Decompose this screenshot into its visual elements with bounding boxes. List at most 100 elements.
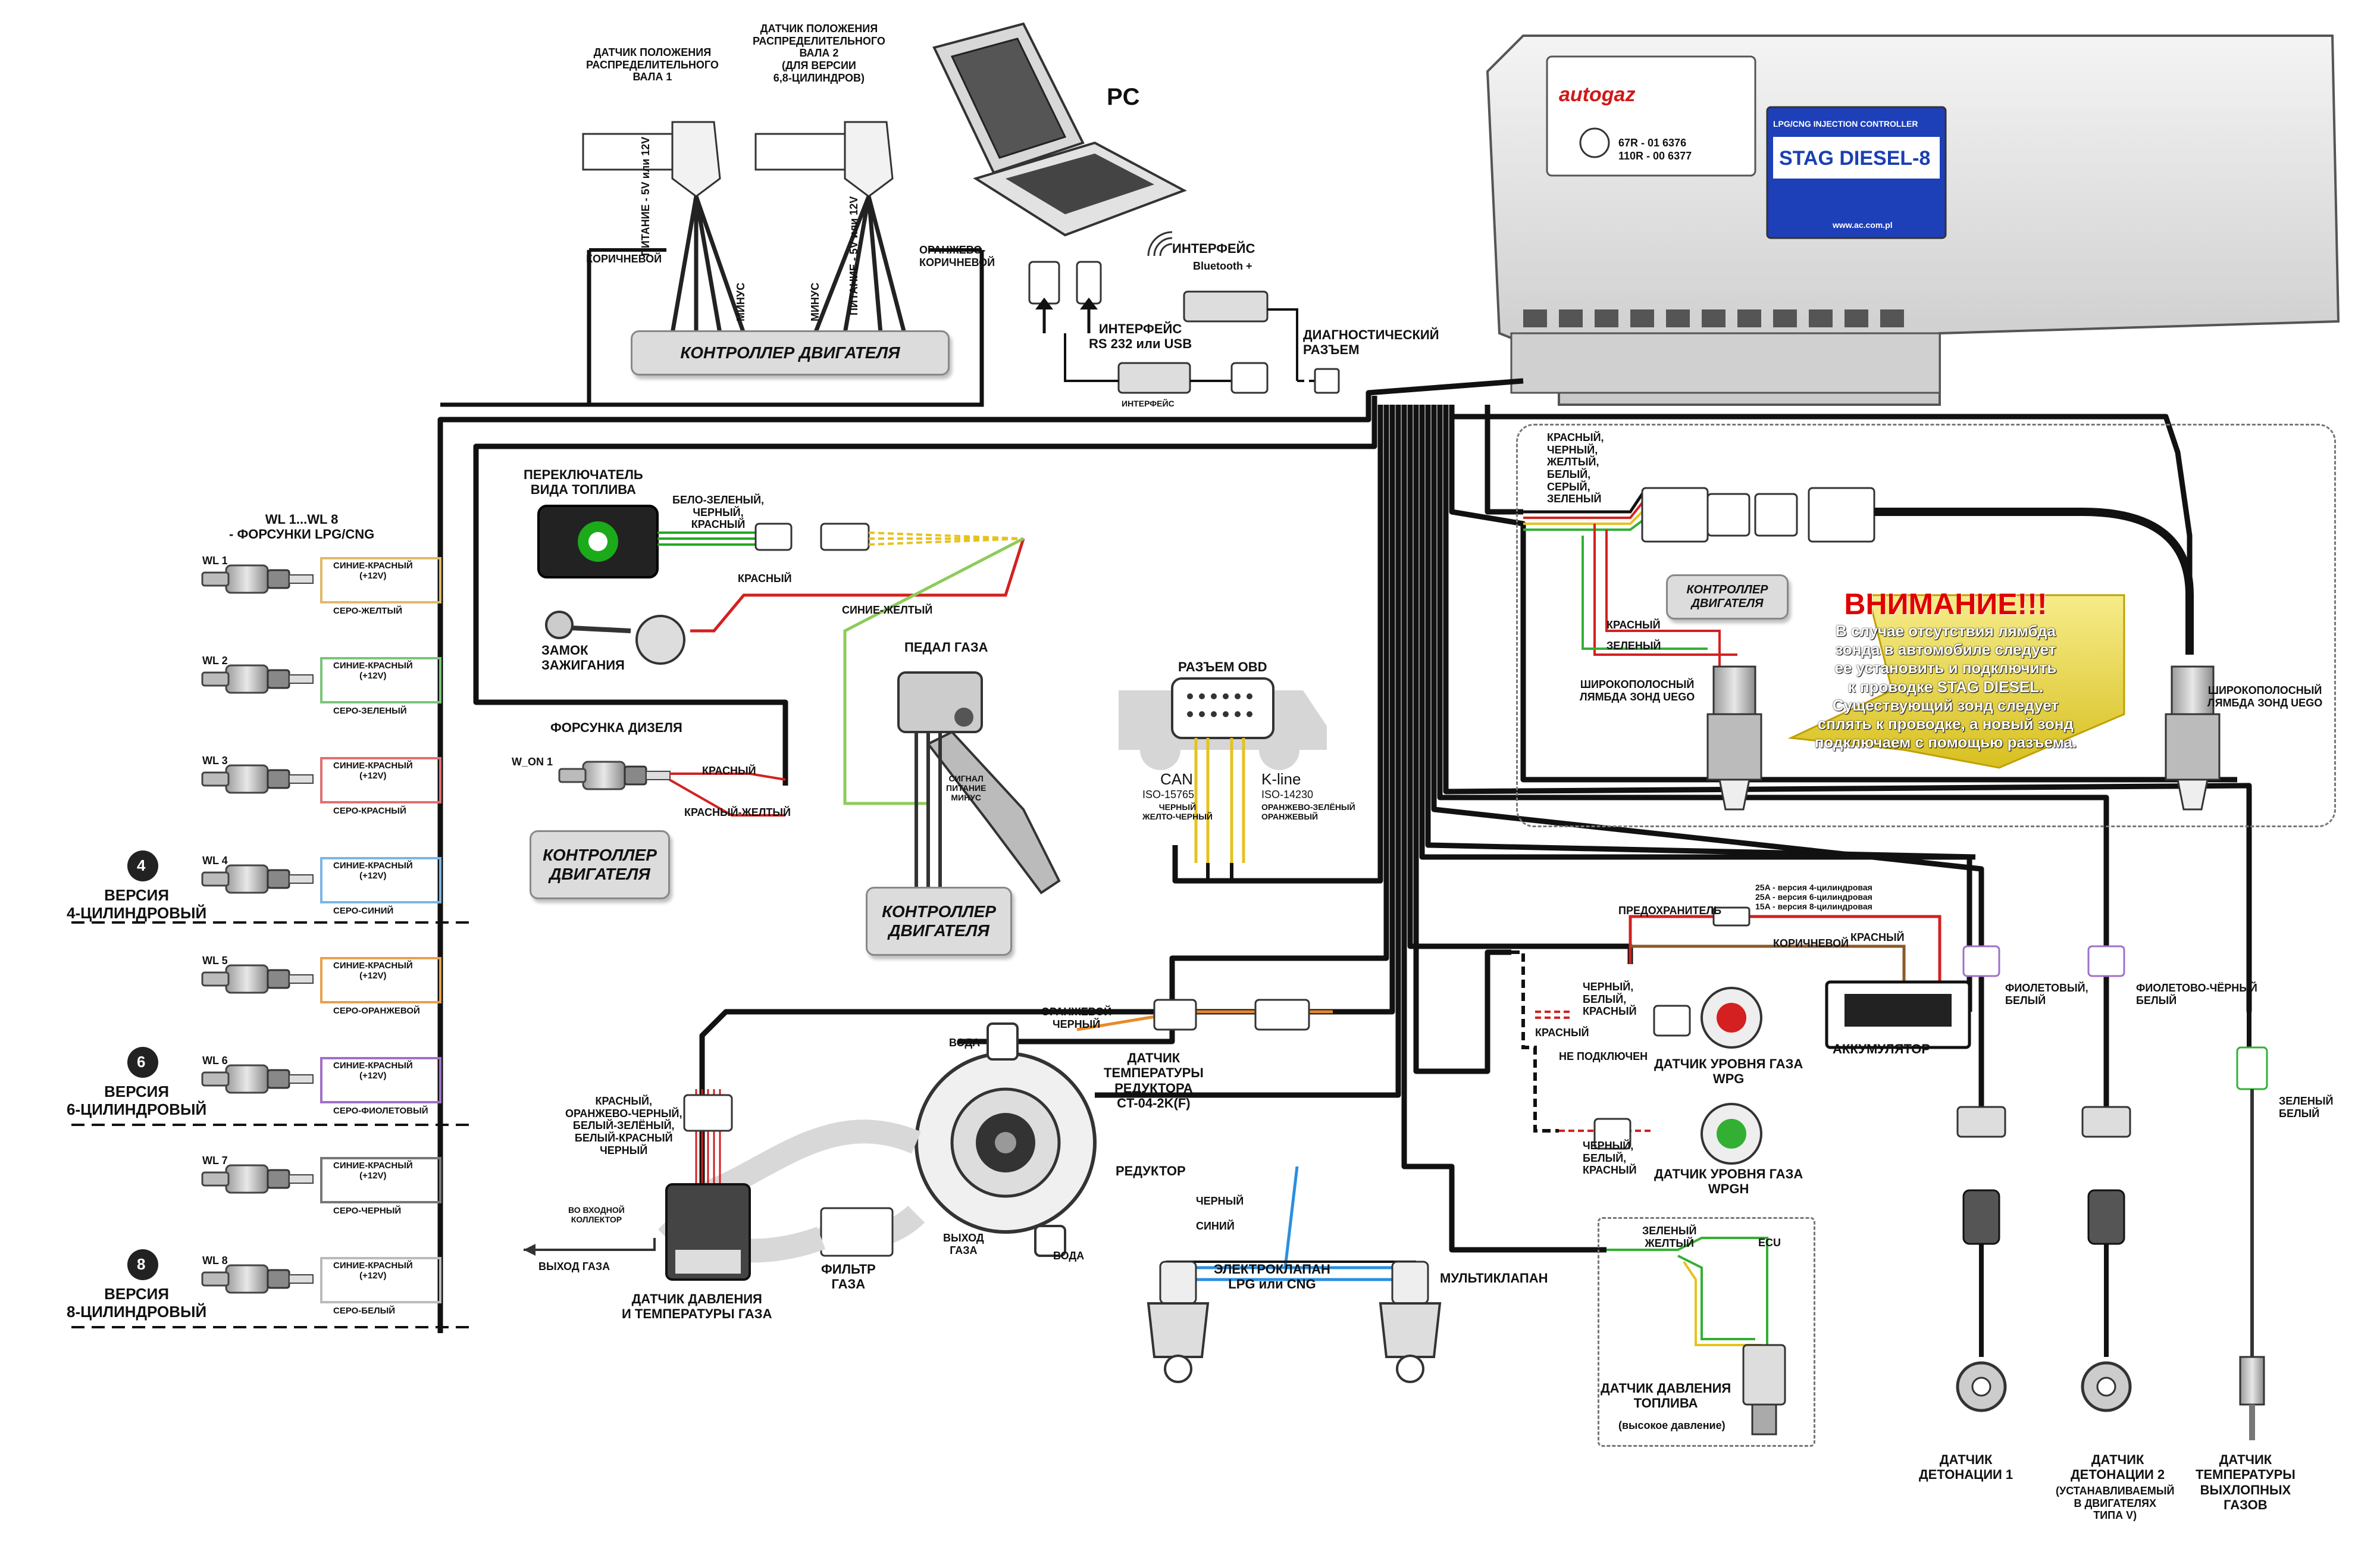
diesel-injector-id: W_ON 1 [512,756,553,768]
valve-blue: СИНИЙ [1196,1220,1235,1232]
fuel-pressure-ecu: ECU [1758,1237,1781,1249]
injector-plus-label: СИНИЕ-КРАСНЫЙ (+12V) [333,561,413,581]
injector-wire-loop [320,557,441,603]
engine-controller-pedal: КОНТРОЛЛЕР ДВИГАТЕЛЯ [866,887,1012,956]
injector-wire-loop [320,1157,441,1203]
interface-bt-label: ИНТЕРФЕЙС [1172,241,1255,256]
injector-minus-label: СЕРО-ЧЕРНЫЙ [333,1206,402,1216]
injector-minus-label: СЕРО-БЕЛЫЙ [333,1306,396,1316]
wire-power-label-1: ПИТАНИЕ - 5V или 12V [640,136,652,256]
injector-wl2 [201,664,314,694]
obd-connector [1119,677,1327,883]
injector-minus-label: СЕРО-КРАСНЫЙ [333,806,406,816]
lambda-area [1523,487,2221,811]
laptop-pc [932,22,1187,237]
injector-wire-loop [320,1257,441,1303]
injector-wire-loop [320,757,441,803]
injector-minus-label: СЕРО-СИНИЙ [333,906,394,916]
reducer-temp-sensor: ДАТЧИК ТЕМПЕРАТУРЫ РЕДУКТОРА CT-04-2K(F) [1104,1050,1204,1111]
injector-wl3 [201,764,314,794]
injector-id: WL 2 [202,655,228,667]
fuel-pressure-dashed-frame [1598,1217,1815,1447]
injectors-header: WL 1...WL 8 - ФОРСУНКИ LPG/CNG [229,512,375,542]
lambda-dashed-frame [1516,424,2336,827]
warning-title: ВНИМАНИЕ!!! [1844,587,2047,621]
reducer [657,999,1333,1263]
interface-devices [1028,231,1340,394]
obd-can-std: ISO-15765 [1142,789,1195,800]
injector-plus-label: СИНИЕ-КРАСНЫЙ (+12V) [333,1061,413,1081]
engine-controller-top: КОНТРОЛЛЕР ДВИГАТЕЛЯ [631,330,950,376]
injector-wl8 [201,1264,314,1294]
fuse-ratings: 25A - версия 4-цилиндровая 25A - версия … [1755,883,1872,912]
reducer-water-top: ВОДА [949,1037,981,1049]
warning-note: ВНИМАНИЕ!!! В случае отсутствия лямбда з… [1779,586,2112,752]
version-dividers [71,921,476,1328]
injector-wl1 [201,564,314,594]
fuel-switch-title: ПЕРЕКЛЮЧАТЕЛЬ ВИДА ТОПЛИВА [524,467,643,498]
ecu-approval-2: 110R - 00 6377 [1618,150,1692,162]
obd-kline-wires: ОРАНЖЕВО-ЗЕЛЁНЫЙ ОРАНЖЕВЫЙ [1261,802,1355,822]
fuel-switch-red: КРАСНЫЙ [738,573,792,584]
wire-orange-brown-label: ОРАНЖЕВО- КОРИЧНЕВОЙ [919,244,995,268]
injector-id: WL 6 [202,1055,228,1067]
injector-id: WL 5 [202,955,228,967]
pressure-wires: КРАСНЫЙ, ОРАНЖЕВО-ЧЕРНЫЙ, БЕЛЫЙ-ЗЕЛЁНЫЙ,… [565,1095,682,1156]
injector-minus-label: СЕРО-ЖЕЛТЫЙ [333,606,403,616]
injector-plus-label: СИНИЕ-КРАСНЫЙ (+12V) [333,861,413,881]
knock-wire-2: ФИОЛЕТОВО-ЧЁРНЫЙ БЕЛЫЙ [2136,982,2257,1006]
wire-minus-label-1: МИНУС [735,282,747,321]
camshaft-sensors [440,121,984,407]
ecu-website: www.ac.com.pl [1833,220,1893,230]
level-sensors [1511,950,1762,1165]
diesel-red: КРАСНЫЙ [702,765,756,777]
ecu-approval-1: 67R - 01 6376 [1618,137,1687,149]
version-6-num: 6 [137,1053,146,1071]
knock-wire-1: ФИОЛЕТОВЫЙ, БЕЛЫЙ [2005,982,2088,1006]
ecu-brand: autogaz [1559,83,1636,106]
obd-can: CAN [1160,770,1193,788]
cam2-label: ДАТЧИК ПОЛОЖЕНИЯ РАСПРЕДЕЛИТЕЛЬНОГО ВАЛА… [753,23,885,84]
injector-wl7 [201,1164,314,1194]
fuel-pressure-sub: (высокое давление) [1618,1419,1726,1431]
power-brown: КОРИЧНЕВОЙ [1773,937,1849,949]
gas-pedal [897,671,1061,905]
fuel-pressure-title: ДАТЧИК ДАВЛЕНИЯ ТОПЛИВА [1601,1381,1731,1411]
wire-power-label-2: ПИТАНИЕ - 5V или 12V [848,196,860,315]
solenoid-label: ЭЛЕКТРОКЛАПАН LPG или CNG [1214,1262,1330,1292]
knock-2-label: ДАТЧИК ДЕТОНАЦИИ 2 [2071,1452,2165,1483]
gas-filter-label: ФИЛЬТР ГАЗА [821,1262,876,1292]
reducer-water-bottom: ВОДА [1053,1250,1085,1262]
injector-id: WL 8 [202,1255,228,1266]
wire-brown-label: КОРИЧНЕВОЙ [586,253,662,265]
valve-black: ЧЕРНЫЙ [1196,1195,1244,1207]
valves [1147,1166,1442,1383]
fuel-pressure-sensor [1606,1237,1786,1435]
version-badges [127,850,158,1280]
version-4-text: ВЕРСИЯ 4-ЦИЛИНДРОВЫЙ [67,886,207,922]
knock-wire-3: ЗЕЛЕНЫЙ БЕЛЫЙ [2279,1095,2334,1119]
interface-rs-label: ИНТЕРФЕЙС RS 232 или USB [1089,321,1192,352]
pedal-title: ПЕДАЛ ГАЗА [904,640,988,655]
cam1-label: ДАТЧИК ПОЛОЖЕНИЯ РАСПРЕДЕЛИТЕЛЬНОГО ВАЛА… [586,46,719,83]
injector-wl6 [201,1064,314,1094]
fuel-switch [537,505,1025,665]
battery-fuse [1629,906,1971,1049]
injector-wire-loop [320,1057,441,1103]
version-4-num: 4 [137,856,146,874]
knock-sensors [1956,786,2268,1440]
injector-plus-label: СИНИЕ-КРАСНЫЙ (+12V) [333,1261,413,1281]
warning-text: В случае отсутствия лямбда зонда в автом… [1814,622,2077,752]
obd-kline: K-line [1261,770,1301,788]
injector-plus-label: СИНИЕ-КРАСНЫЙ (+12V) [333,761,413,781]
wire-minus-label-2: МИНУС [809,282,821,321]
engine-controller-lambda: КОНТРОЛЛЕР ДВИГАТЕЛЯ [1666,574,1789,620]
knock-1-label: ДАТЧИК ДЕТОНАЦИИ 1 [1919,1452,2013,1483]
lambda-probe-right: ШИРОКОПОЛОСНЫЙ ЛЯМБДА ЗОНД UEGO [2207,684,2323,709]
fuel-switch-wires: БЕЛО-ЗЕЛЕНЫЙ, ЧЕРНЫЙ, КРАСНЫЙ [672,494,765,531]
injector-wl4 [201,864,314,894]
version-8-text: ВЕРСИЯ 8-ЦИЛИНДРОВЫЙ [67,1285,207,1321]
pressure-inlet: ВО ВХОДНОЙ КОЛЛЕКТОР [568,1205,625,1225]
pressure-gas-out: ВЫХОД ГАЗА [538,1261,610,1272]
